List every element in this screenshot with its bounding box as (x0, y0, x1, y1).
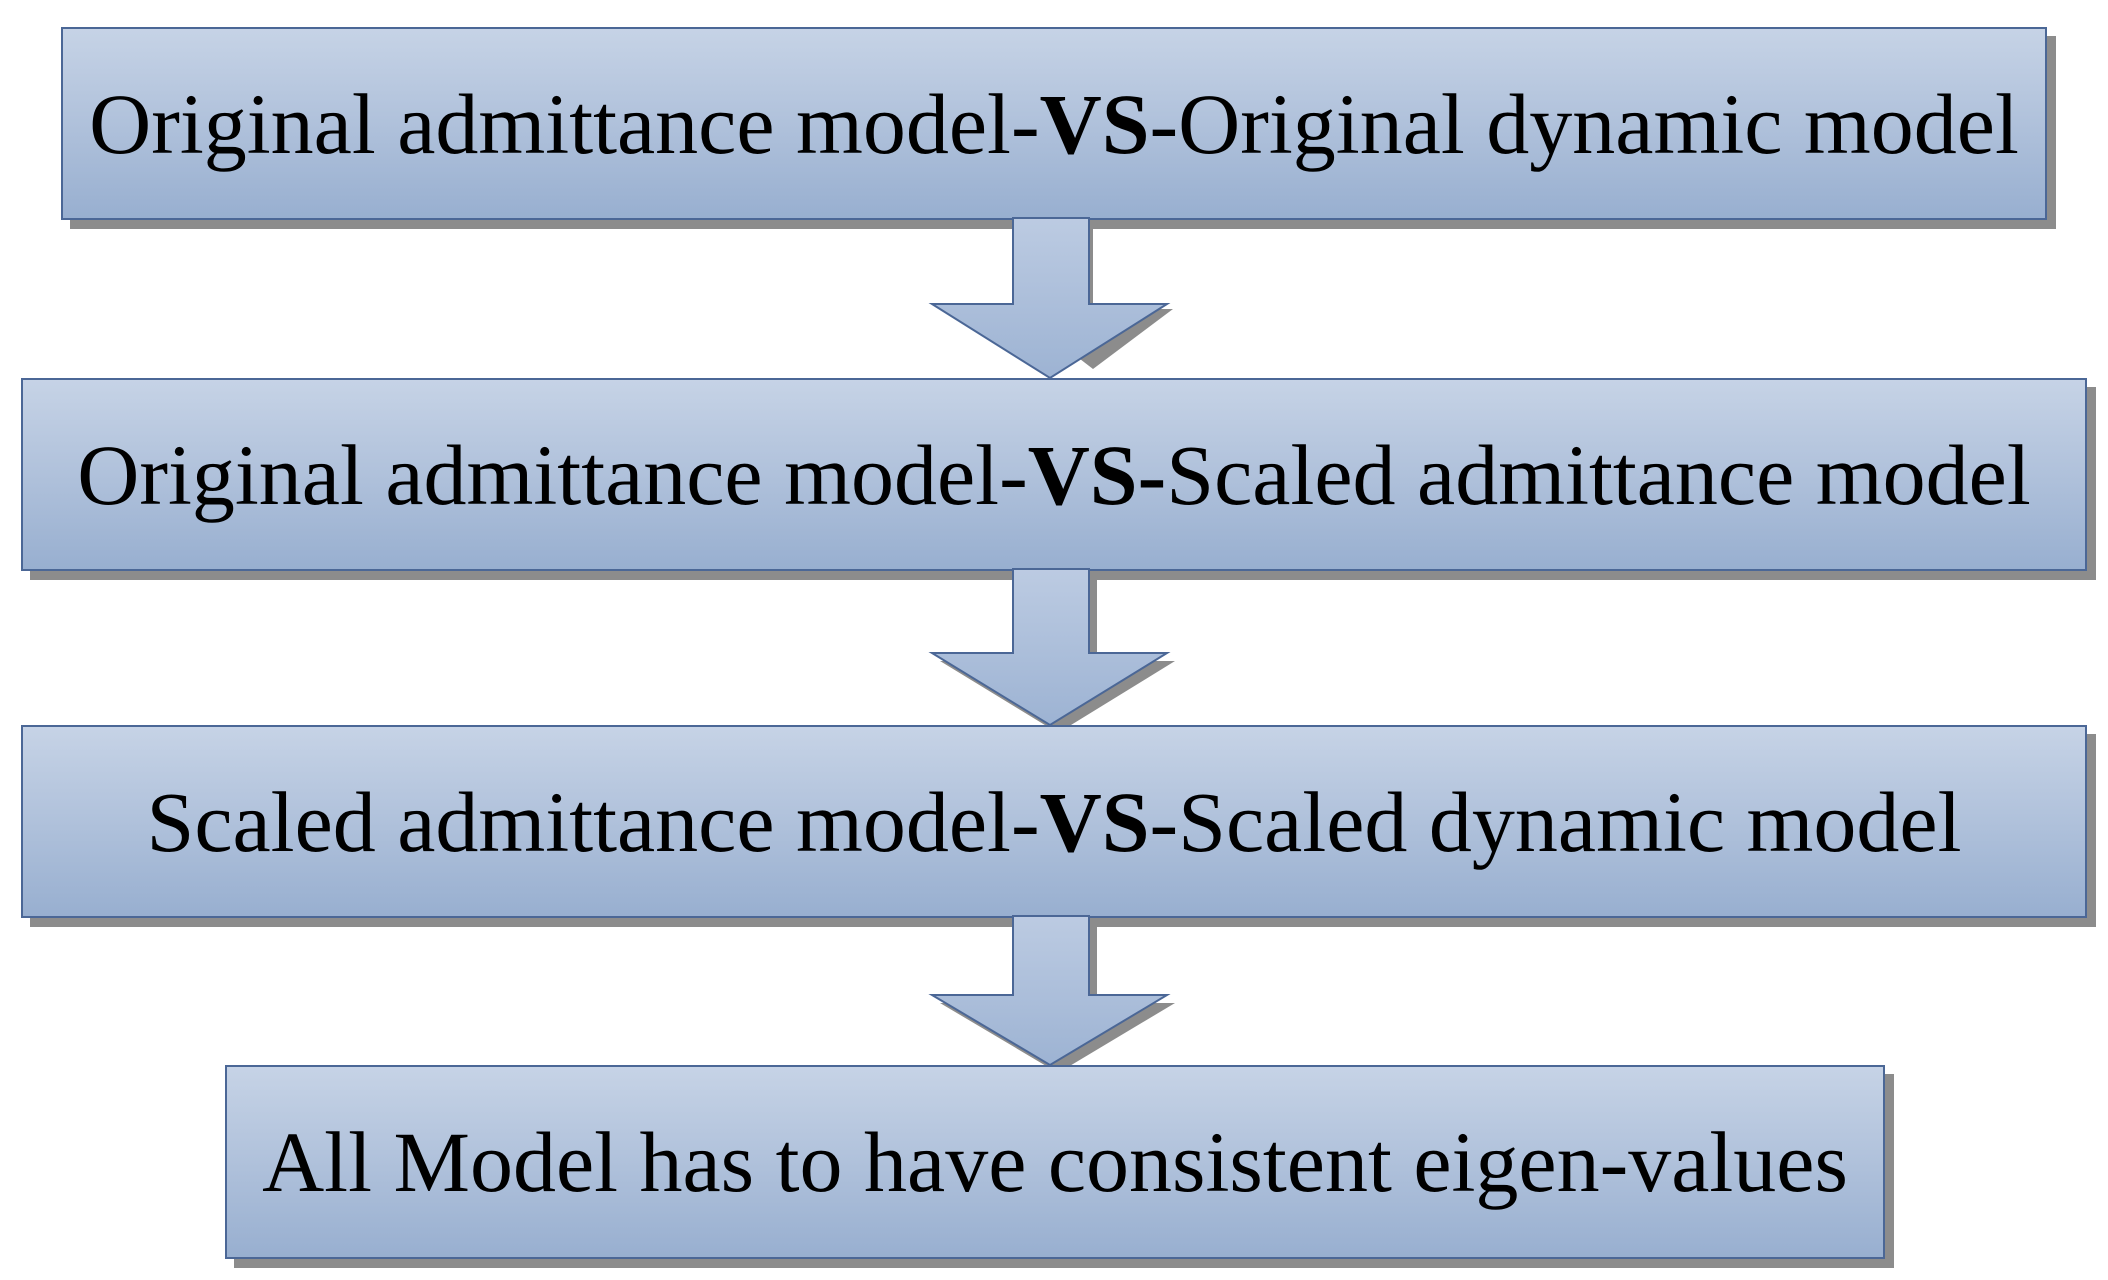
step-2-left-text: Original admittance model- (77, 426, 1028, 523)
step-box-2: Original admittance model-VS-Scaled admi… (21, 378, 2087, 571)
step-4-text: All Model has to have consistent eigen-v… (262, 1114, 1848, 1210)
step-box-3: Scaled admittance model-VS-Scaled dynami… (21, 725, 2087, 918)
down-arrow-1 (928, 217, 1173, 380)
down-arrow-2 (928, 568, 1175, 733)
step-1-left-text: Original admittance model- (89, 75, 1040, 172)
step-1-right-text: -Original dynamic model (1149, 75, 2019, 172)
step-1-vs-text: VS (1039, 75, 1150, 172)
step-3-vs-text: VS (1039, 773, 1150, 870)
step-box-4: All Model has to have consistent eigen-v… (225, 1065, 1885, 1259)
down-arrow-3 (928, 915, 1175, 1073)
step-2-right-text: Scaled admittance model (1166, 426, 2031, 523)
step-box-1: Original admittance model-VS-Original dy… (61, 27, 2047, 220)
step-3-right-text: -Scaled dynamic model (1149, 773, 1962, 870)
step-3-left-text: Scaled admittance model- (146, 773, 1040, 870)
step-2-vs-text: VS- (1027, 426, 1167, 523)
